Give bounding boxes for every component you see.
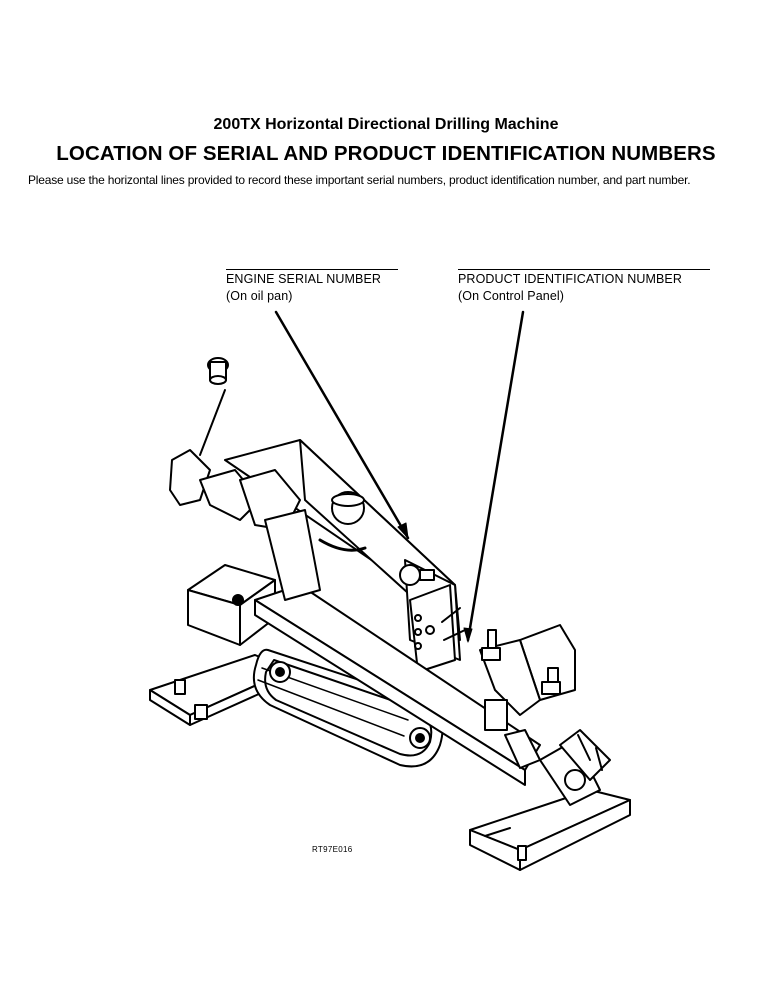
engine-serial-label: ENGINE SERIAL NUMBER [226, 272, 382, 286]
page-title: LOCATION OF SERIAL AND PRODUCT IDENTIFIC… [56, 142, 716, 165]
product-id-label: PRODUCT IDENTIFICATION NUMBER [458, 272, 682, 286]
engine-serial-record-line [226, 269, 398, 270]
product-id-record-line [458, 269, 710, 270]
page-subtitle: 200TX Horizontal Directional Drilling Ma… [213, 116, 559, 133]
product-pointer-arrow [463, 310, 525, 643]
stake-down-cylinders [484, 699, 541, 769]
product-id-field: PRODUCT IDENTIFICATION NUMBER (On Contro… [458, 269, 710, 305]
engine-pointer-arrow [274, 310, 410, 540]
product-id-location: (On Control Panel) [458, 289, 565, 303]
instructions-text: Please use the horizontal lines provided… [28, 173, 691, 187]
control-panel [409, 584, 466, 673]
operator-seat [479, 624, 576, 716]
engine-serial-location: (On oil pan) [226, 289, 293, 303]
engine-serial-field: ENGINE SERIAL NUMBER (On oil pan) [226, 269, 398, 305]
drill-carriage [169, 357, 301, 531]
figure-code: RT97E016 [312, 845, 353, 854]
front-stabilizer-pad [469, 789, 631, 871]
drill-rack [254, 509, 541, 786]
wrench-vise [539, 729, 611, 806]
